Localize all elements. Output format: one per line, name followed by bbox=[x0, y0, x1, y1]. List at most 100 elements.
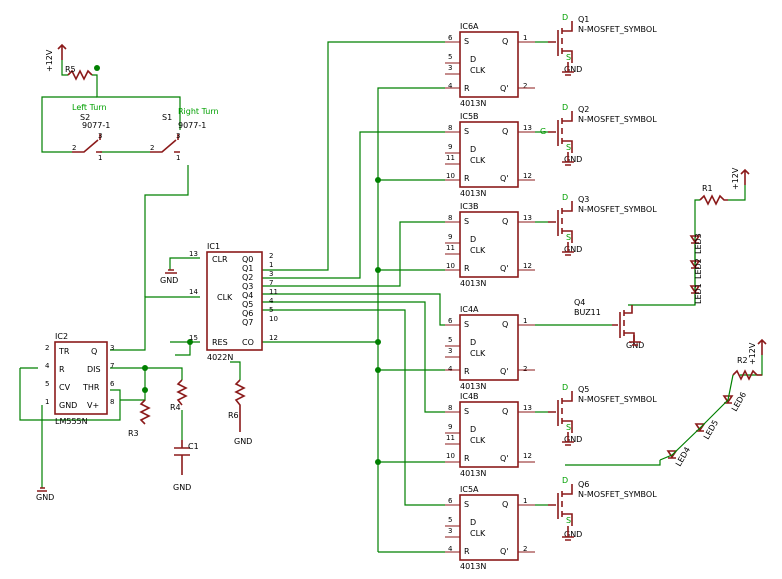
resistor-r3: R3 bbox=[128, 399, 151, 438]
svg-text:4013N: 4013N bbox=[460, 562, 486, 571]
svg-text:3: 3 bbox=[448, 347, 452, 355]
svg-text:D: D bbox=[470, 425, 476, 434]
svg-text:9: 9 bbox=[448, 143, 452, 151]
led-5: LED5 bbox=[694, 419, 720, 441]
svg-text:Q5: Q5 bbox=[242, 300, 253, 309]
svg-text:S: S bbox=[566, 423, 571, 432]
svg-text:6: 6 bbox=[110, 380, 115, 388]
svg-text:Q1: Q1 bbox=[578, 15, 589, 24]
svg-text:Q': Q' bbox=[500, 174, 509, 183]
svg-text:Q5: Q5 bbox=[578, 385, 589, 394]
ff-pin-stubs bbox=[445, 41, 535, 553]
svg-text:2: 2 bbox=[523, 365, 527, 373]
svg-text:2: 2 bbox=[150, 144, 154, 152]
mosfet-q3: D S Q3 N-MOSFET_SYMBOL GND bbox=[548, 193, 657, 254]
svg-text:Q4: Q4 bbox=[242, 291, 253, 300]
svg-text:14: 14 bbox=[189, 288, 198, 296]
svg-text:S: S bbox=[566, 53, 571, 62]
svg-text:Q': Q' bbox=[500, 547, 509, 556]
svg-text:R1: R1 bbox=[702, 184, 713, 193]
svg-text:Q7: Q7 bbox=[242, 318, 253, 327]
switch-s2: S2 9077-1 Left Turn 2 3 1 bbox=[72, 103, 110, 162]
svg-text:9077-1: 9077-1 bbox=[178, 121, 206, 130]
svg-text:6: 6 bbox=[448, 317, 453, 325]
svg-text:15: 15 bbox=[189, 334, 198, 342]
svg-text:11: 11 bbox=[446, 154, 455, 162]
svg-text:10: 10 bbox=[446, 452, 455, 460]
svg-text:G: G bbox=[540, 127, 546, 136]
svg-text:12: 12 bbox=[523, 172, 532, 180]
led-2: LED2 bbox=[689, 258, 703, 279]
svg-text:4: 4 bbox=[448, 545, 453, 553]
svg-text:1: 1 bbox=[269, 261, 273, 269]
svg-text:12: 12 bbox=[269, 334, 278, 342]
svg-text:S: S bbox=[464, 320, 469, 329]
svg-text:Q3: Q3 bbox=[242, 282, 253, 291]
svg-text:D: D bbox=[470, 518, 476, 527]
svg-text:9: 9 bbox=[448, 233, 452, 241]
svg-text:D: D bbox=[562, 193, 568, 202]
svg-text:GND: GND bbox=[234, 437, 252, 446]
svg-text:7: 7 bbox=[269, 279, 273, 287]
svg-text:Q0: Q0 bbox=[242, 255, 253, 264]
svg-text:S: S bbox=[464, 217, 469, 226]
svg-text:CV: CV bbox=[59, 383, 71, 392]
svg-text:2: 2 bbox=[72, 144, 76, 152]
svg-text:Q: Q bbox=[502, 500, 508, 509]
svg-text:CLK: CLK bbox=[470, 66, 486, 75]
svg-text:CLK: CLK bbox=[470, 246, 486, 255]
svg-text:DIS: DIS bbox=[87, 365, 101, 374]
svg-text:Q4: Q4 bbox=[574, 298, 585, 307]
svg-text:12: 12 bbox=[523, 452, 532, 460]
svg-text:LED5: LED5 bbox=[702, 419, 720, 441]
svg-text:8: 8 bbox=[110, 398, 114, 406]
svg-text:GND: GND bbox=[564, 65, 582, 74]
svg-text:D: D bbox=[470, 338, 476, 347]
svg-text:1: 1 bbox=[523, 497, 527, 505]
svg-text:12: 12 bbox=[523, 262, 532, 270]
ic1-4022: IC1 4022N CLR CLK RES Q0 Q1 Q2 Q3 Q4 Q5 … bbox=[189, 242, 278, 362]
svg-text:N-MOSFET_SYMBOL: N-MOSFET_SYMBOL bbox=[578, 395, 657, 404]
resistor-r5: R5 bbox=[65, 65, 93, 81]
svg-text:4013N: 4013N bbox=[460, 99, 486, 108]
svg-text:IC5B: IC5B bbox=[460, 112, 479, 121]
svg-text:4: 4 bbox=[448, 82, 453, 90]
svg-text:S: S bbox=[464, 500, 469, 509]
svg-text:Q3: Q3 bbox=[578, 195, 589, 204]
svg-text:R: R bbox=[464, 174, 470, 183]
svg-text:N-MOSFET_SYMBOL: N-MOSFET_SYMBOL bbox=[578, 490, 657, 499]
svg-text:2: 2 bbox=[45, 344, 49, 352]
svg-text:+12V: +12V bbox=[45, 49, 54, 72]
svg-text:5: 5 bbox=[448, 516, 452, 524]
svg-text:6: 6 bbox=[448, 34, 453, 42]
svg-text:11: 11 bbox=[446, 434, 455, 442]
svg-text:3: 3 bbox=[448, 527, 452, 535]
svg-text:GND: GND bbox=[564, 155, 582, 164]
svg-text:1: 1 bbox=[98, 154, 102, 162]
svg-text:RES: RES bbox=[212, 338, 228, 347]
svg-text:D: D bbox=[470, 55, 476, 64]
svg-text:TR: TR bbox=[58, 347, 70, 356]
capacitor-c1: C1 GND bbox=[173, 440, 199, 492]
svg-text:S1: S1 bbox=[162, 113, 172, 122]
svg-text:11: 11 bbox=[269, 288, 278, 296]
svg-text:S: S bbox=[464, 127, 469, 136]
svg-text:+12V: +12V bbox=[748, 342, 757, 365]
svg-text:Q2: Q2 bbox=[578, 105, 589, 114]
svg-text:S2: S2 bbox=[80, 113, 90, 122]
svg-text:9: 9 bbox=[448, 423, 452, 431]
svg-text:4: 4 bbox=[45, 362, 50, 370]
svg-text:LED3: LED3 bbox=[694, 233, 703, 254]
svg-text:Q1: Q1 bbox=[242, 264, 253, 273]
svg-text:IC3B: IC3B bbox=[460, 202, 479, 211]
svg-text:Q6: Q6 bbox=[578, 480, 589, 489]
svg-text:R2: R2 bbox=[737, 356, 748, 365]
svg-text:Q6: Q6 bbox=[242, 309, 253, 318]
svg-text:GND: GND bbox=[564, 435, 582, 444]
svg-text:Q': Q' bbox=[500, 84, 509, 93]
svg-text:IC4A: IC4A bbox=[460, 305, 479, 314]
svg-text:2: 2 bbox=[523, 545, 527, 553]
svg-text:N-MOSFET_SYMBOL: N-MOSFET_SYMBOL bbox=[578, 25, 657, 34]
svg-text:1: 1 bbox=[523, 317, 527, 325]
